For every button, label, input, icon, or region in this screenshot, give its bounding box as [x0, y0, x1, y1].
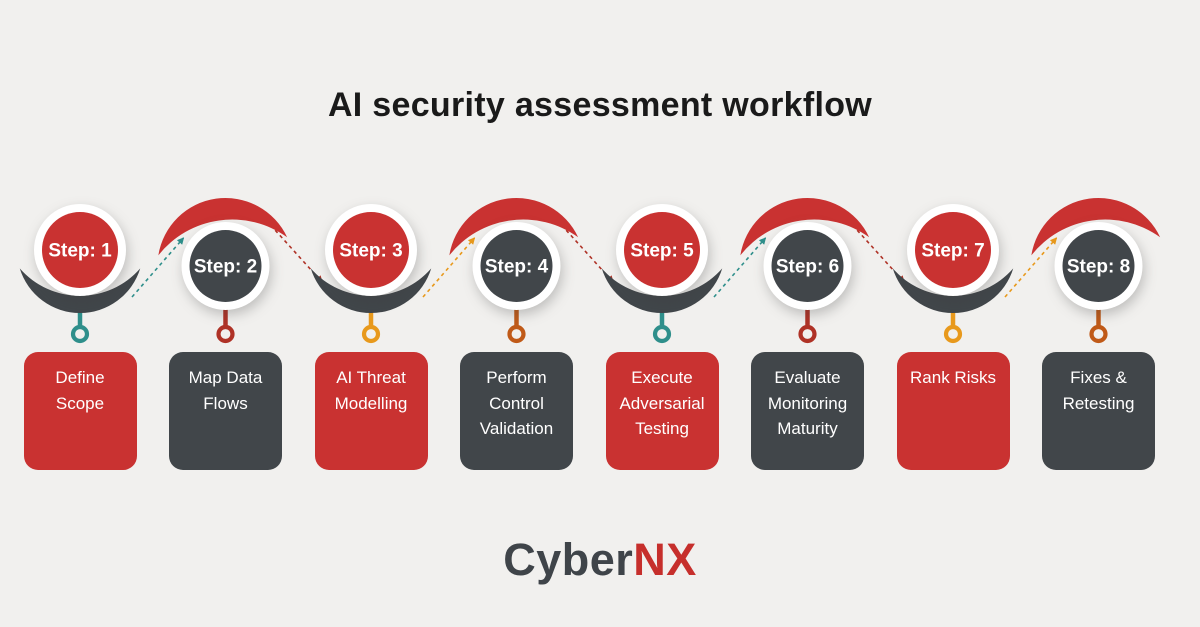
step-arc-2 — [158, 198, 288, 256]
step-box-5: Execute Adversarial Testing — [605, 352, 719, 470]
step-box-3: AI Threat Modelling — [314, 352, 428, 470]
step-badge-6: Step: 6 — [740, 198, 870, 344]
step-circle-5 — [624, 212, 700, 288]
pin-ring-1 — [70, 324, 90, 344]
step-box-4: Perform Control Validation — [460, 352, 573, 470]
connector-arrow-7 — [1004, 237, 1058, 298]
step-box-8: Fixes & Retesting — [1042, 352, 1155, 470]
step-badge-1: Step: 1 — [19, 204, 141, 344]
step-box-1: Define Scope — [23, 352, 137, 470]
step-circle-6 — [771, 230, 844, 302]
step-circle-2 — [189, 230, 262, 302]
pin-ring-2 — [216, 324, 235, 344]
brand-logo: CyberNX — [0, 534, 1200, 586]
connector-arrow-5 — [713, 237, 767, 298]
step-circle-3 — [333, 212, 409, 288]
step-badge-3: Step: 3 — [310, 204, 432, 344]
step-circle-4 — [480, 230, 553, 302]
step-arc-1 — [19, 268, 141, 314]
step-badge-4: Step: 4 — [449, 198, 579, 344]
step-badge-7: Step: 7 — [892, 204, 1014, 344]
step-box-2: Map Data Flows — [169, 352, 282, 470]
pin-ring-3 — [361, 324, 381, 344]
step-arc-4 — [449, 198, 579, 256]
step-label-6: Step: 6 — [776, 257, 839, 278]
connector-arrow-3 — [422, 237, 476, 298]
step-badge-2: Step: 2 — [158, 198, 288, 344]
step-label-8: Step: 8 — [1067, 257, 1130, 278]
step-label-4: Step: 4 — [485, 257, 549, 278]
pin-ring-4 — [507, 324, 526, 344]
step-arc-6 — [740, 198, 870, 256]
page-title: AI security assessment workflow — [327, 86, 873, 124]
step-box-6: Evaluate Monitoring Maturity — [751, 352, 864, 470]
connector-arrow-1 — [131, 237, 185, 298]
step-arc-3 — [310, 268, 432, 314]
step-circle-1 — [42, 212, 118, 288]
step-arc-8 — [1031, 198, 1161, 256]
step-label-5: Step: 5 — [630, 241, 694, 262]
pin-ring-7 — [943, 324, 963, 344]
step-badge-5: Step: 5 — [601, 204, 723, 344]
step-arc-7 — [892, 268, 1014, 314]
step-label-1: Step: 1 — [48, 241, 112, 262]
step-label-2: Step: 2 — [194, 257, 257, 278]
step-badge-8: Step: 8 — [1031, 198, 1161, 344]
step-box-7: Rank Risks — [896, 352, 1010, 470]
step-label-3: Step: 3 — [339, 241, 402, 262]
step-circle-8 — [1062, 230, 1135, 302]
pin-ring-6 — [798, 324, 817, 344]
logo-text-nx: NX — [633, 534, 697, 585]
logo-text-cyber: Cyber — [503, 534, 634, 585]
pin-ring-5 — [652, 324, 672, 344]
pin-ring-8 — [1089, 324, 1108, 344]
step-label-7: Step: 7 — [921, 241, 984, 262]
step-arc-5 — [601, 268, 723, 314]
step-circle-7 — [915, 212, 991, 288]
